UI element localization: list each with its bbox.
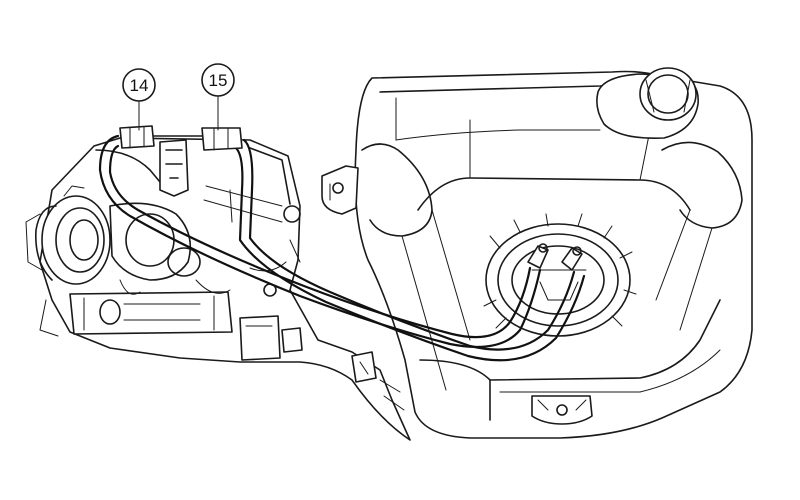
callout-14: 14	[122, 68, 156, 131]
callout-15: 15	[201, 63, 235, 131]
fuel-lines	[98, 125, 586, 362]
fuel-pump-flange	[483, 213, 637, 337]
engine-assembly	[25, 137, 411, 441]
filler-cap	[596, 67, 699, 140]
callout-label-15: 15	[209, 71, 228, 90]
callout-label-14: 14	[130, 76, 149, 95]
